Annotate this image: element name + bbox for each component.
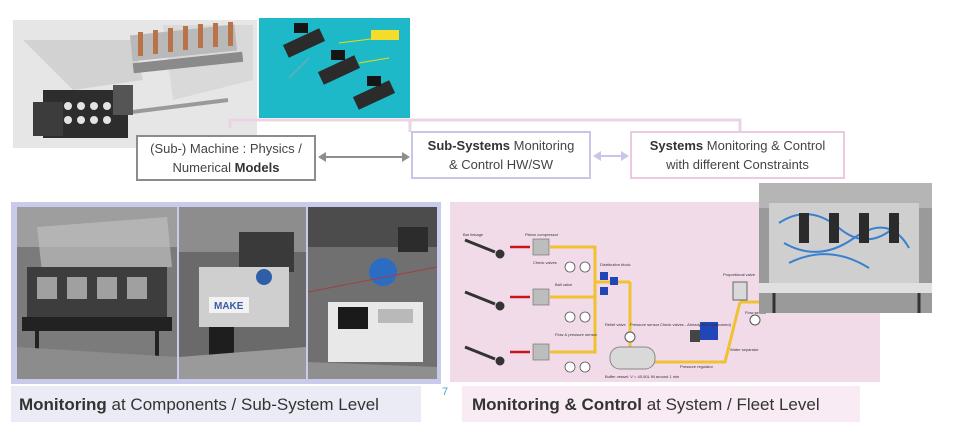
connector-lines	[228, 118, 742, 132]
models-bold: Models	[234, 160, 280, 175]
subsystems-box: Sub-Systems Monitoring & Control HW/SW	[411, 131, 591, 179]
pneumatic-fleet-rig-photo	[759, 183, 932, 313]
systems-line2: with different Constraints	[666, 157, 809, 172]
cad-machine-render	[13, 20, 257, 148]
models-box: (Sub-) Machine : Physics / Numerical Mod…	[136, 135, 316, 181]
label-flow-pressure-sensor: Flow & pressure sensor	[555, 332, 598, 337]
subsystems-line1: Monitoring	[510, 138, 575, 153]
test-bench-photo-3	[308, 207, 437, 379]
label-pressure-sensor: Pressure sensor	[630, 322, 660, 327]
double-arrow-1	[318, 152, 410, 162]
models-line1: (Sub-) Machine : Physics /	[150, 141, 302, 156]
right-caption-bold: Monitoring & Control	[472, 395, 642, 414]
left-caption-rest: at Components / Sub-System Level	[106, 395, 379, 414]
test-bench-photo-2: MAKE	[179, 207, 306, 379]
cad-actuators-render	[259, 18, 410, 118]
right-caption-box	[462, 386, 860, 422]
left-caption: Monitoring at Components / Sub-System Le…	[19, 395, 379, 415]
label-buffer-vessel: Buffer vessel: V = 40-50L fill around 1 …	[605, 374, 680, 379]
label-bar-linkage: Bar linkage	[463, 232, 484, 237]
label-flow-sensor: Flow sensor	[745, 310, 767, 315]
label-distribution-block: Distribution block	[600, 262, 631, 267]
pneumatic-schematic: Bar linkage Piston compressor Check valv…	[455, 222, 775, 382]
label-piston-compressor: Piston compressor	[525, 232, 559, 237]
label-water-separator: Water separator	[730, 347, 759, 352]
subsystems-bold: Sub-Systems	[427, 138, 511, 153]
right-caption-rest: at System / Fleet Level	[641, 395, 820, 414]
svg-text:MAKE: MAKE	[214, 301, 244, 312]
page-number: 7	[442, 386, 449, 398]
label-check-valves: Check valves	[533, 260, 557, 265]
systems-bold: Systems	[649, 138, 704, 153]
double-arrow-2	[593, 151, 629, 161]
label-pressure-regulator: Pressure regulator	[680, 364, 713, 369]
label-relief-valve: Relief valve	[605, 322, 626, 327]
models-line2: Numerical	[172, 160, 235, 175]
subsystems-line2: & Control HW/SW	[448, 157, 553, 172]
label-proportional-valve: Proportional valve	[723, 272, 756, 277]
right-caption: Monitoring & Control at System / Fleet L…	[472, 395, 820, 415]
systems-line1: Monitoring & Control	[703, 138, 826, 153]
left-caption-bold: Monitoring	[19, 395, 107, 414]
left-caption-box	[11, 386, 421, 422]
systems-box: Systems Monitoring & Control with differ…	[630, 131, 845, 179]
test-bench-photo-1	[17, 207, 177, 379]
label-ball-valve: Ball valve	[555, 282, 573, 287]
label-check-valves-already: Check valves - Already there (assumed)	[660, 322, 731, 327]
